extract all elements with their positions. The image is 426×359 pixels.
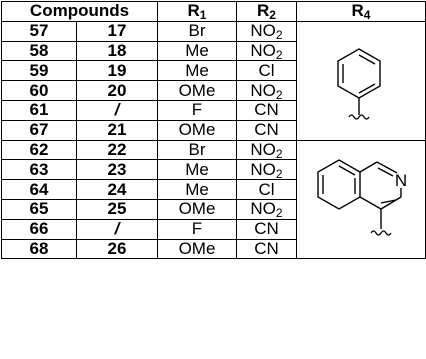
header-compounds: Compounds [1,1,158,22]
r2-base: Cl [258,179,275,199]
compound-id: 61 [1,99,77,121]
compound-id: 59 [1,60,77,82]
table-row: 59 19 Me Cl [1,60,426,82]
r1-value: F [157,218,237,240]
r2-base: NO [250,159,276,179]
compound-id: 64 [1,179,77,200]
compound-id: 58 [1,40,77,62]
compound-id: 62 [1,139,77,161]
r1-value: OMe [157,80,237,101]
r2-sub: 2 [275,87,283,102]
r1-value: Br [157,20,237,42]
r2-base: NO [250,21,276,41]
table-row: 68 26 OMe CN [1,238,426,260]
r2-sub: 2 [275,166,283,181]
table-row: 57 17 Br NO2 [1,20,426,141]
r1-value: Me [157,159,237,181]
r2-base: CN [254,219,279,239]
r1-value: F [157,99,237,121]
compound-number: 22 [76,139,158,161]
phenyl-ring-icon [337,47,381,120]
r2-base: CN [254,120,279,140]
r1-value: Me [157,40,237,62]
compound-number: 17 [76,20,158,42]
header-r1-base: R [187,1,200,21]
r2-value: NO2 [236,20,297,43]
header-r4: R4 [296,1,426,23]
r1-value: OMe [157,238,237,260]
r2-base: NO [250,139,276,159]
table-row: 62 22 Br NO2 N [1,139,426,260]
header-r2: R2 [236,1,297,23]
compound-number: 23 [76,159,158,181]
r1-value: Br [157,139,237,161]
r2-value: NO2 [236,198,297,221]
header-r4-base: R [351,1,364,21]
compound-number: 26 [76,238,158,260]
header-r1-sub: 1 [199,8,207,23]
r1-value: Me [157,60,237,82]
r2-base: NO [250,40,276,60]
compound-number: 21 [76,119,158,141]
table-row: 67 21 OMe CN [1,119,426,141]
r2-value: Cl [236,179,297,200]
r2-value: NO2 [236,159,297,181]
r1-value: OMe [157,119,237,141]
r2-base: CN [254,238,279,258]
compound-id: 57 [1,20,77,42]
compound-id: 63 [1,159,77,181]
r2-base: CN [254,100,279,120]
header-r4-sub: 4 [363,8,371,23]
r4-structure-quinoline: N [296,139,426,260]
table-row: 61 / F CN [1,99,426,121]
compound-id: 60 [1,80,77,101]
compounds-table: Compounds R1 R2 R4 57 17 Br NO2 58 18 Me… [1,1,426,260]
r2-value: CN [236,218,297,240]
compound-number: / [76,99,158,121]
compound-number: 18 [76,40,158,62]
r1-value: Me [157,179,237,200]
compound-number: 19 [76,60,158,82]
compound-id: 68 [1,238,77,260]
r1-value: OMe [157,198,237,220]
compound-number: 20 [76,80,158,101]
header-r1: R1 [157,1,237,23]
r2-sub: 2 [275,146,283,161]
r2-base: NO [250,80,276,100]
compound-id: 67 [1,119,77,141]
r2-value: CN [236,99,297,121]
r2-sub: 2 [275,28,283,43]
quinoline-ring-icon: N [317,159,407,237]
nitrogen-atom-label: N [395,171,407,190]
r2-base: Cl [258,60,275,80]
r2-value: NO2 [236,80,297,102]
r2-value: NO2 [236,40,297,62]
r4-structure-phenyl [296,20,426,141]
r2-value: CN [236,119,297,141]
compound-number: 25 [76,198,158,220]
compound-number: 24 [76,179,158,200]
r2-base: NO [250,199,276,219]
r2-value: Cl [236,60,297,82]
compound-id: 66 [1,218,77,240]
compound-id: 65 [1,198,77,220]
r2-value: CN [236,238,297,260]
header-row: Compounds R1 R2 R4 [1,1,426,23]
header-r2-sub: 2 [269,8,276,23]
r2-value: NO2 [236,139,297,161]
r2-sub: 2 [275,206,283,221]
header-r2-base: R [257,1,270,21]
r2-sub: 2 [275,47,283,62]
compound-number: / [76,218,158,240]
